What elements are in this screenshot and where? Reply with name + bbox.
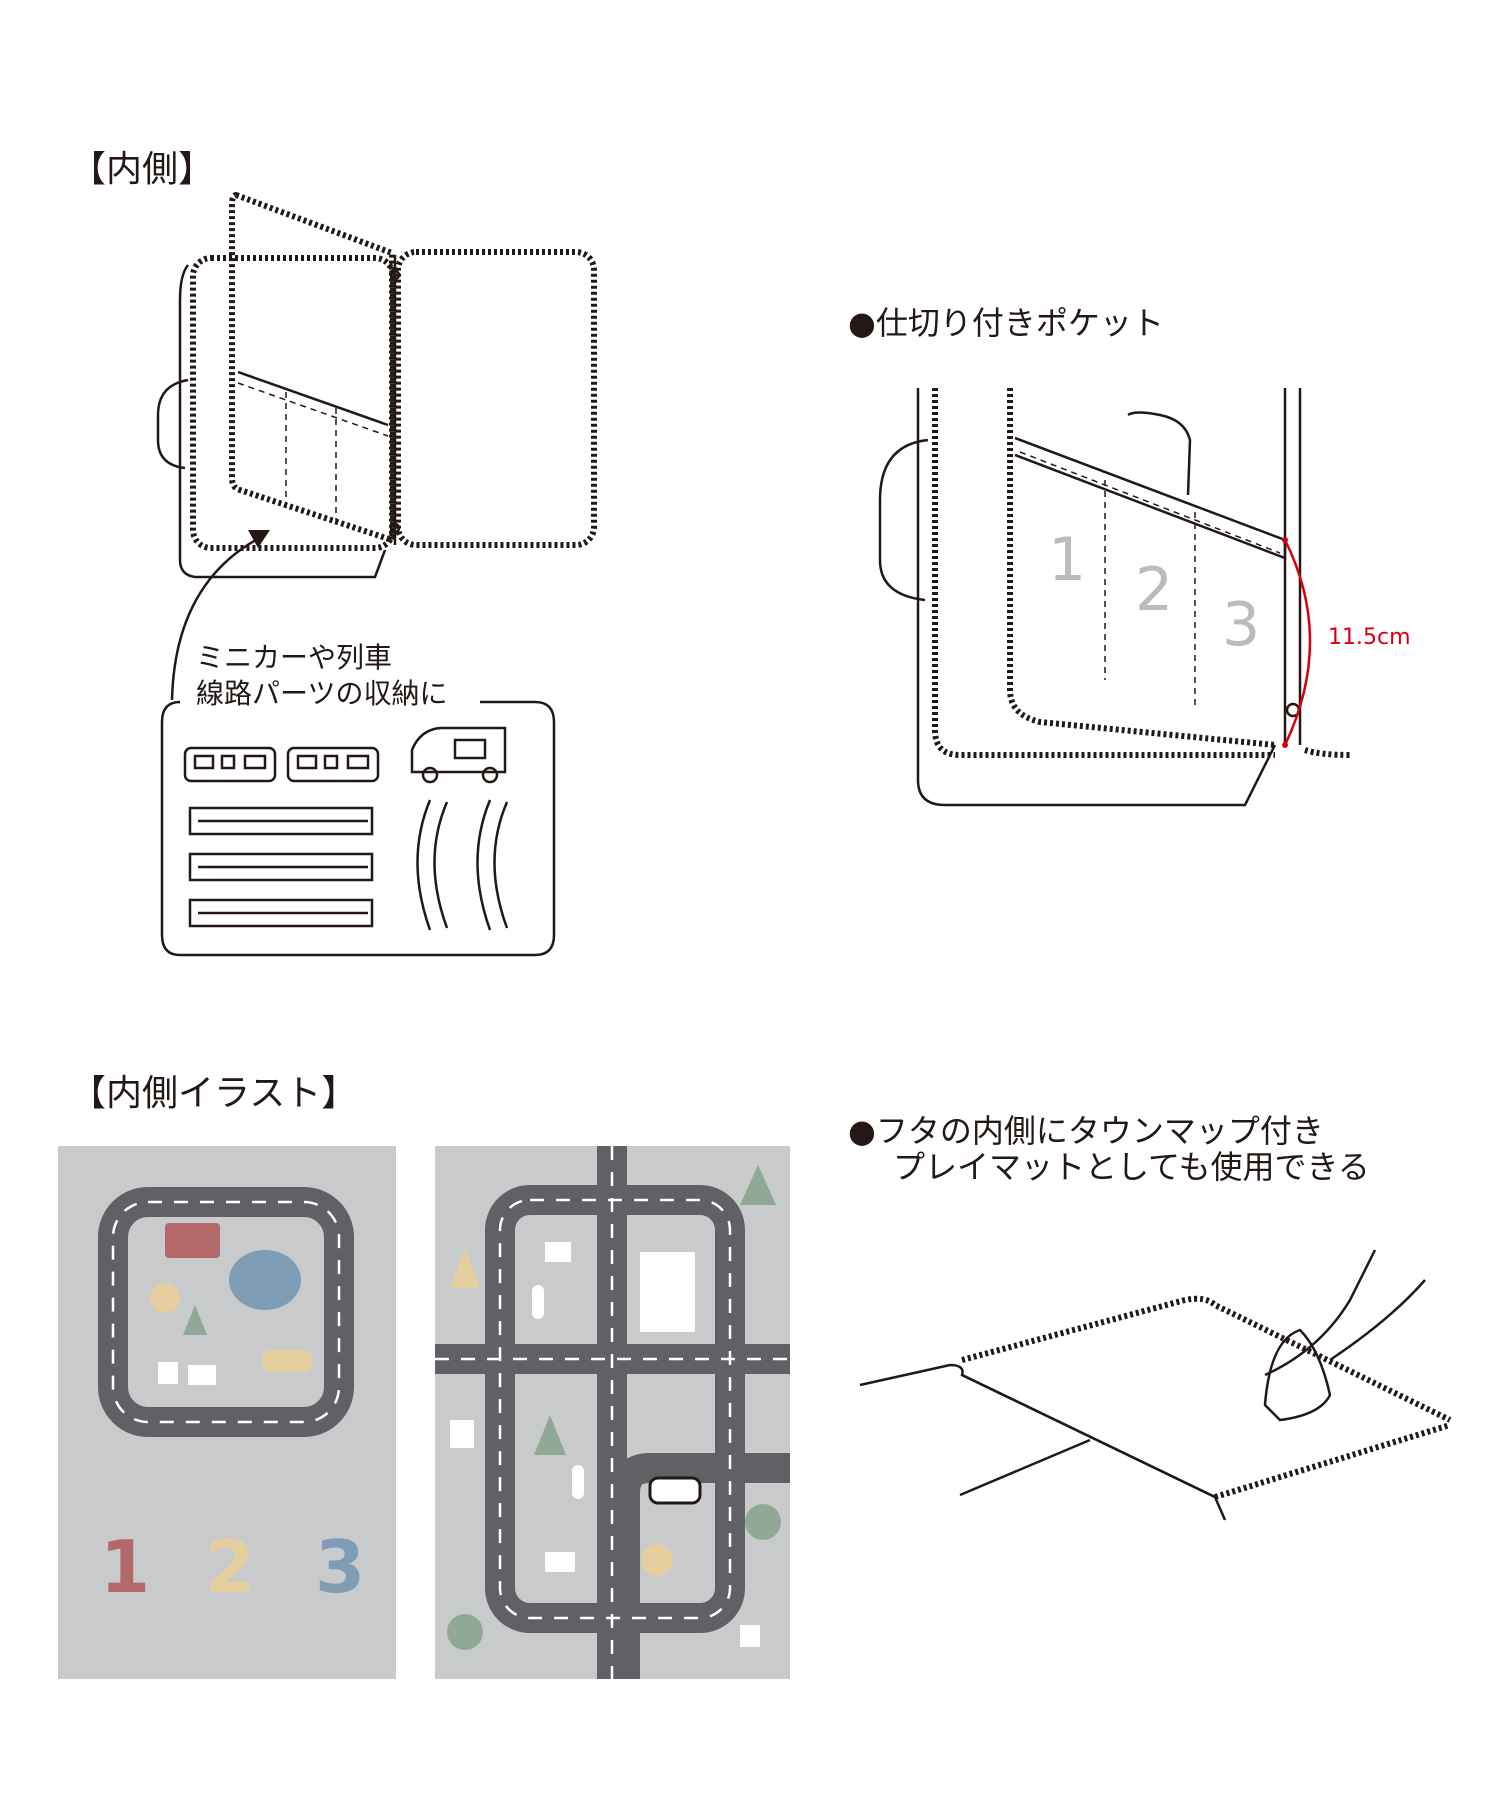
house-icon <box>450 1420 474 1448</box>
handle-icon <box>156 378 189 470</box>
house-icon <box>188 1365 216 1385</box>
hand-icon <box>1264 1249 1426 1377</box>
storage-callout-line1: ミニカーや列車 <box>196 641 393 674</box>
building-icon <box>640 1252 695 1332</box>
tree-icon <box>745 1504 781 1540</box>
bullet-icon: ● <box>848 304 876 342</box>
right-panel <box>395 249 597 548</box>
mat-number-1: 1 <box>100 1525 151 1609</box>
tree-icon <box>150 1283 180 1313</box>
toy-car-icon <box>1127 411 1192 496</box>
playmat-feature-line2: プレイマットとしても使用できる <box>893 1148 1370 1186</box>
right-mat-roads <box>435 1146 790 1679</box>
bullet-icon: ● <box>848 1112 876 1150</box>
train-icon <box>183 726 507 784</box>
case-back-zipper <box>190 255 396 551</box>
house-icon <box>545 1552 575 1572</box>
house-icon <box>158 1362 178 1384</box>
tree-icon <box>450 1248 480 1288</box>
pocket-height-measurement: 11.5cm <box>1328 625 1411 650</box>
house-icon <box>740 1625 760 1647</box>
callout-arrow <box>170 533 266 701</box>
house-icon <box>545 1242 571 1262</box>
police-car-icon <box>648 1476 702 1505</box>
tree-icon <box>641 1544 673 1576</box>
pond-icon <box>229 1250 301 1310</box>
tree-icon <box>740 1165 776 1205</box>
mat-number-3: 3 <box>315 1525 366 1609</box>
inside-illustration-title: 【内側イラスト】 <box>70 1073 358 1114</box>
storage-callout-line2: 線路パーツの収納に <box>196 677 448 710</box>
fire-truck-icon <box>165 1223 220 1258</box>
handle-icon <box>878 438 929 602</box>
traffic-light-icon <box>572 1465 584 1499</box>
car-icon <box>262 1350 312 1372</box>
tree-icon <box>534 1415 566 1455</box>
track-pieces-icon <box>188 799 509 931</box>
pocket-number-1: 1 <box>1048 525 1087 595</box>
storage-bubble <box>160 700 556 957</box>
mat-number-2: 2 <box>205 1525 256 1609</box>
lid-panel <box>229 191 395 545</box>
pocket-number-2: 2 <box>1135 555 1174 625</box>
inside-section-title: 【内側】 <box>70 149 215 190</box>
pocket-feature-label: ●仕切り付きポケット <box>848 304 1164 342</box>
traffic-light-icon <box>532 1285 544 1319</box>
tree-icon <box>447 1614 483 1650</box>
case-back-shell <box>178 264 387 579</box>
measure-arc <box>1283 539 1312 746</box>
playmat-feature-line1: ●フタの内側にタウンマップ付き <box>848 1112 1324 1150</box>
pocket-number-3: 3 <box>1222 590 1261 660</box>
tree-icon <box>183 1305 207 1335</box>
toy-car-icon <box>1263 1328 1332 1422</box>
